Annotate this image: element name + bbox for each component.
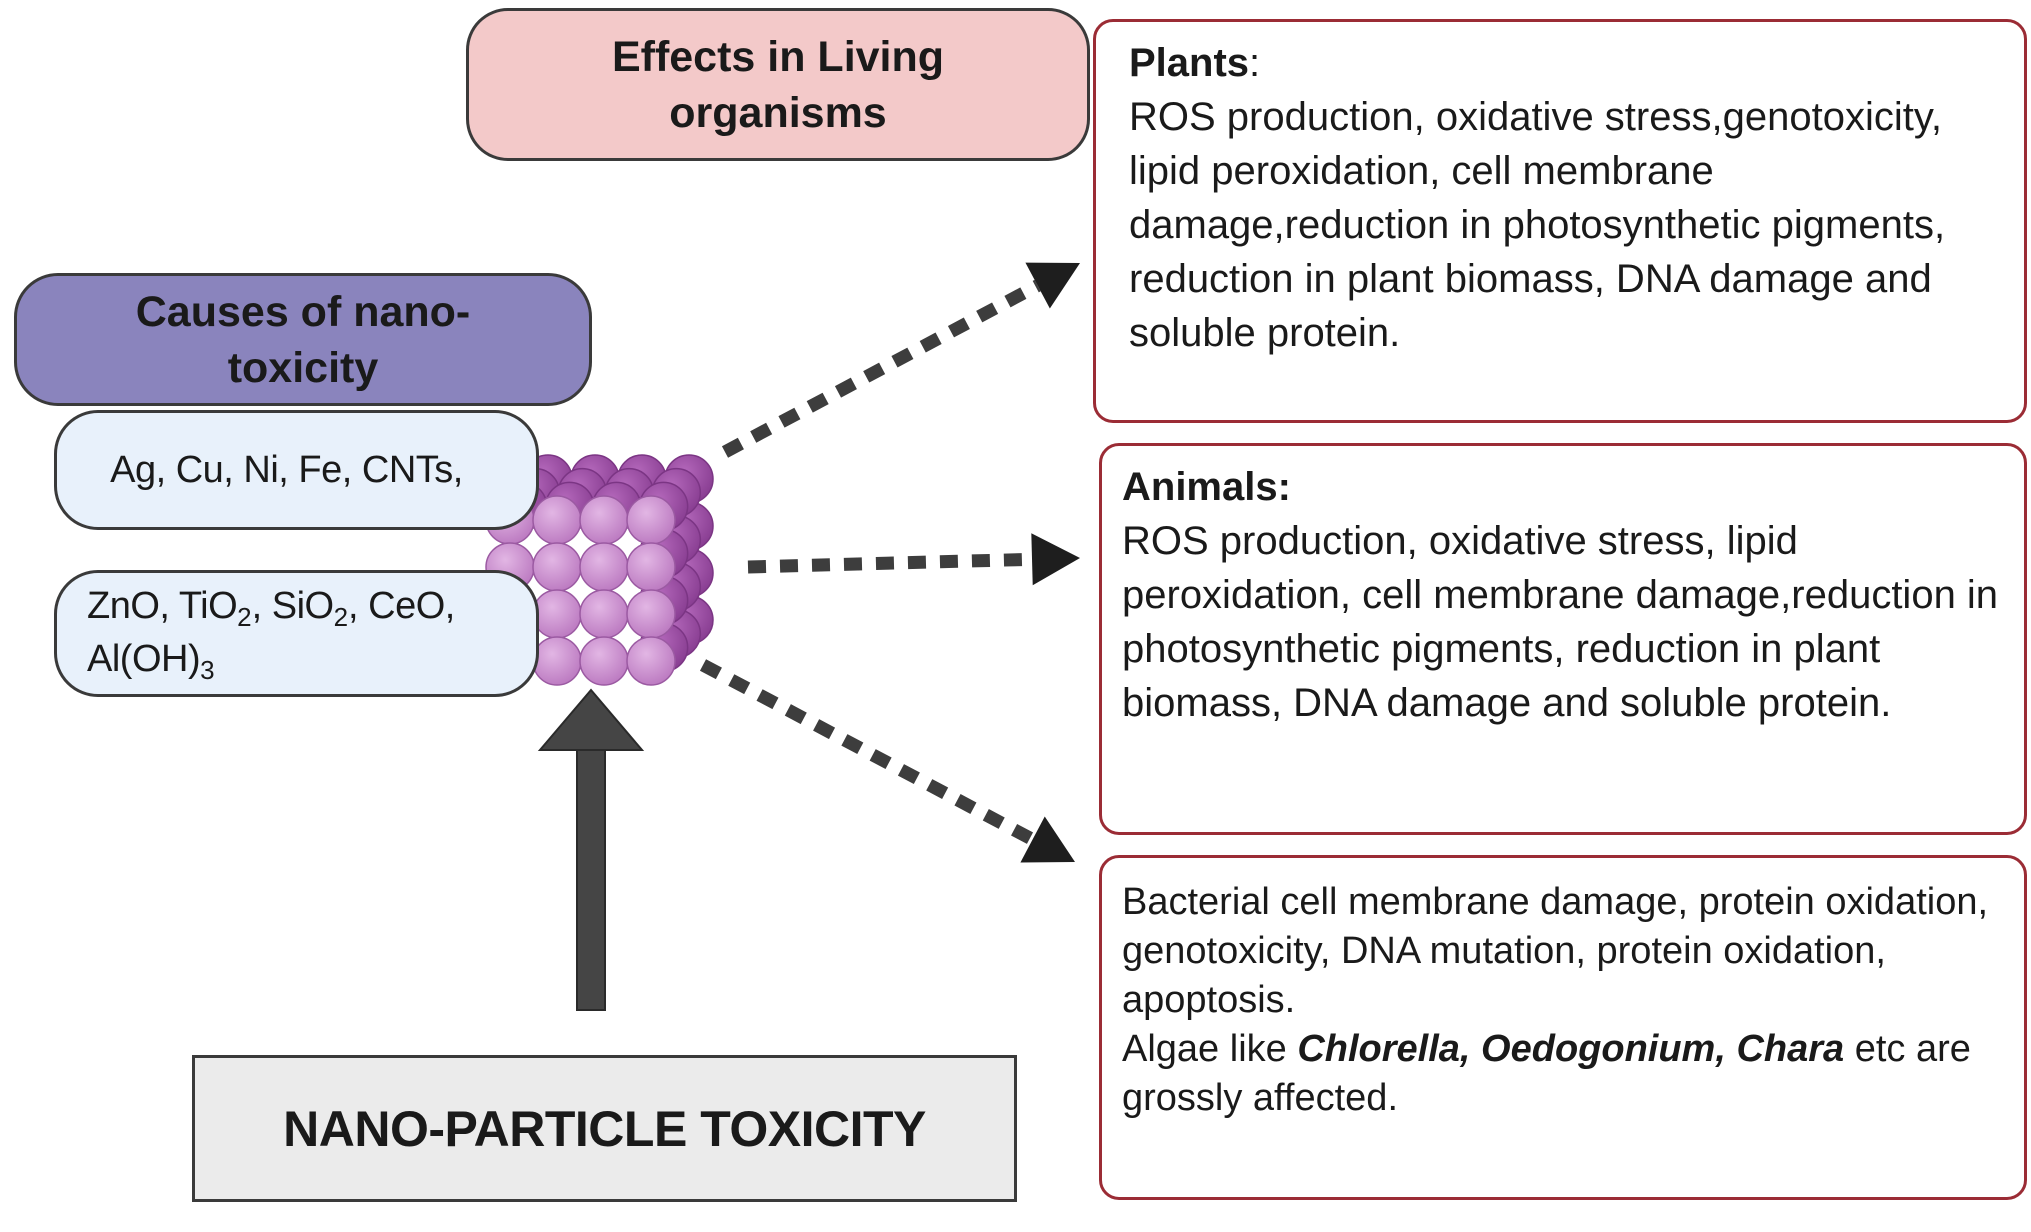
algae-names: Chlorella, Oedogonium, Chara [1297,1028,1845,1070]
cause-oxides-line2: Al(OH)3 [87,637,215,685]
animals-heading: Animals: [1122,465,1291,509]
effect-plants-box: Plants: ROS production, oxidative stress… [1093,19,2027,423]
nanoparticle-toxicity-box: NANO-PARTICLE TOXICITY [192,1055,1017,1202]
up-arrow-icon [537,688,645,1011]
cause-oxides-pill: ZnO, TiO2, SiO2, CeO, Al(OH)3 [54,570,539,697]
plants-heading-colon: : [1249,41,1261,85]
causes-title-text: Causes of nano-toxicity [135,287,471,392]
cause-oxides-line1: ZnO, TiO2, SiO2, CeO, [87,584,455,632]
effects-title: Effects in Living organisms [466,8,1090,161]
bottom-label: NANO-PARTICLE TOXICITY [283,1100,926,1157]
algae-line: Algae like Chlorella, Oedogonium, Chara … [1122,1028,1971,1119]
causes-title: Causes of nano-toxicity [14,273,592,406]
dashed-arrows [699,262,1080,863]
arrow-to-animals [747,533,1080,586]
cause-metals-text: Ag, Cu, Ni, Fe, CNTs, [110,449,463,491]
microbes-body: Bacterial cell membrane damage, protein … [1122,881,1989,1021]
cause-metals-pill: Ag, Cu, Ni, Fe, CNTs, [54,410,539,530]
plants-body: ROS production, oxidative stress,genotox… [1129,95,1946,355]
plants-heading: Plants [1129,41,1250,85]
effects-title-text: Effects in Living organisms [611,32,945,137]
effect-microbes-box: Bacterial cell membrane damage, protein … [1099,855,2027,1200]
arrow-to-plants [721,262,1080,458]
effect-animals-box: Animals: ROS production, oxidative stres… [1099,443,2027,835]
animals-body: ROS production, oxidative stress, lipid … [1122,519,1999,725]
arrow-to-microbes [699,659,1075,863]
